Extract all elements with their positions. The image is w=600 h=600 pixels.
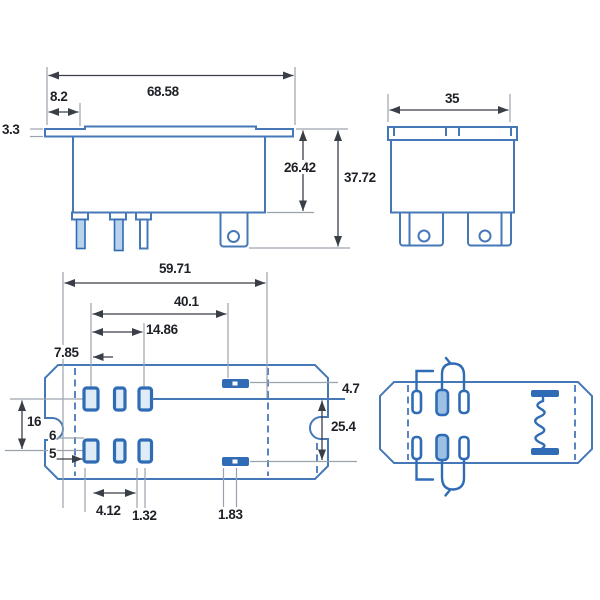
schematic-view bbox=[379, 356, 593, 497]
end-view-outline bbox=[387, 126, 518, 247]
side-pin bbox=[113, 218, 124, 252]
bottom-view-dimension-lines bbox=[18, 279, 326, 497]
dim-label-side-overall-width: 68.58 bbox=[146, 83, 180, 99]
end-view bbox=[387, 94, 518, 247]
dim-label-bottom-notch-height: 16 bbox=[26, 413, 43, 429]
tab-hole bbox=[478, 229, 492, 243]
contact-linkage bbox=[415, 356, 466, 497]
dim-label-side-overall-height: 37.72 bbox=[343, 169, 377, 185]
tab-hole bbox=[417, 229, 431, 243]
dim-label-bottom-slot-width: 4.7 bbox=[341, 380, 361, 396]
dim-label-side-body-height: 26.42 bbox=[283, 159, 317, 175]
schematic-pins bbox=[411, 388, 470, 462]
side-pin bbox=[139, 218, 149, 250]
dim-label-bottom-pin-to-slot: 40.1 bbox=[173, 293, 200, 309]
coil-icon bbox=[531, 390, 559, 455]
dim-label-side-flange-offset: 8.2 bbox=[49, 88, 69, 104]
side-view-dimension-lines bbox=[30, 67, 350, 249]
dim-label-end-width: 35 bbox=[444, 90, 461, 106]
dim-label-bottom-overall-length: 59.71 bbox=[158, 260, 192, 276]
dim-label-bottom-pin-group: 14.86 bbox=[145, 321, 179, 337]
side-view bbox=[30, 67, 350, 252]
dim-label-bottom-edge-offset: 7.85 bbox=[53, 344, 80, 360]
side-pin bbox=[75, 218, 86, 250]
dim-label-bottom-row-spacing: 25.4 bbox=[330, 418, 357, 434]
mounting-tab bbox=[399, 211, 444, 247]
dim-label-bottom-notch-offset: 6 bbox=[48, 427, 58, 443]
dim-label-side-flange-thickness: 3.3 bbox=[1, 121, 21, 137]
dim-label-bottom-slot-tab-width: 1.83 bbox=[217, 506, 244, 522]
end-view-dimension-lines bbox=[387, 94, 511, 122]
bottom-view-pins bbox=[82, 379, 345, 466]
dim-label-bottom-pin-width: 1.32 bbox=[131, 507, 158, 523]
side-view-outline bbox=[44, 125, 294, 252]
dim-label-bottom-edge-to-pin: 5 bbox=[48, 445, 58, 461]
dim-label-bottom-pin-pitch: 4.12 bbox=[95, 502, 122, 518]
tab-hole bbox=[227, 230, 240, 243]
